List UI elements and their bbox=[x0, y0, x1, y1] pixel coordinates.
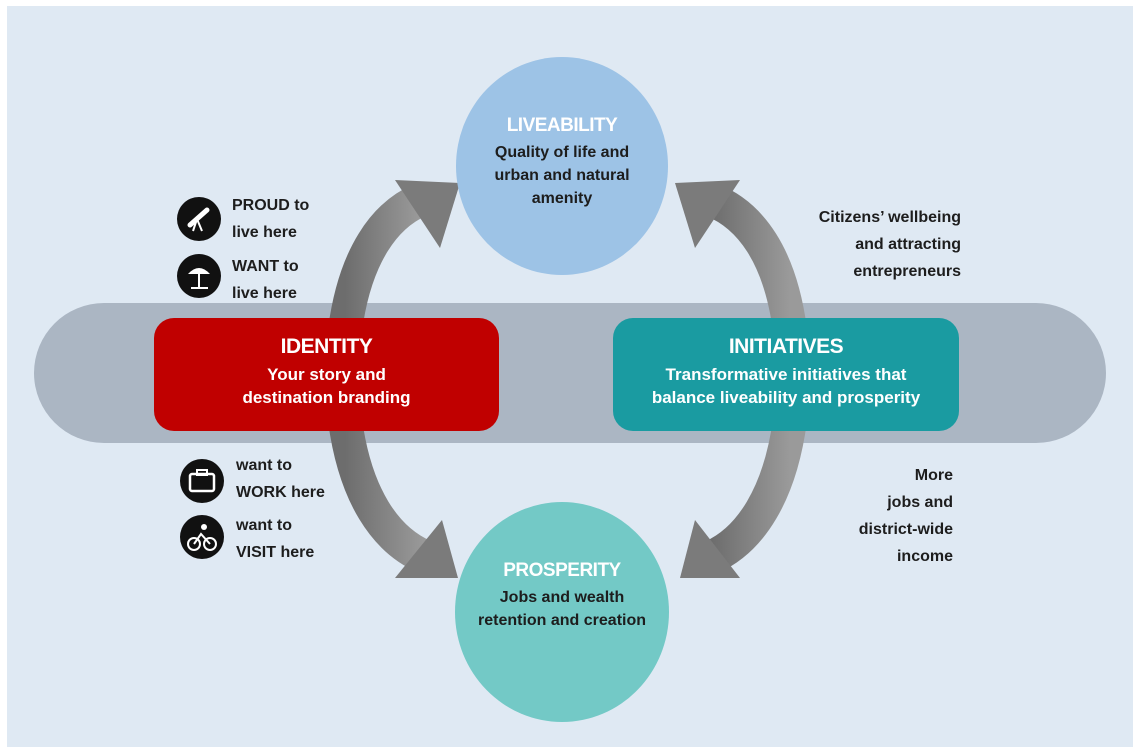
label-line: WORK here bbox=[236, 484, 325, 501]
arrow-arc-lower-left bbox=[328, 417, 433, 573]
liveability-title: LIVEABILITY bbox=[506, 115, 618, 136]
initiatives-description-line2: balance liveability and prosperity bbox=[651, 388, 921, 407]
label-line: entrepreneurs bbox=[853, 263, 961, 280]
beach-umbrella-icon bbox=[177, 254, 221, 298]
prosperity-description: Jobs and wealth retention and creation bbox=[477, 589, 647, 629]
arrow-head-lower-right bbox=[680, 520, 740, 578]
label-citizens-wellbeing: Citizens’ wellbeing and attracting entre… bbox=[819, 204, 961, 285]
label-line: want to bbox=[236, 457, 292, 474]
liveability-circle: LIVEABILITY Quality of life and urban an… bbox=[456, 57, 668, 275]
arrow-head-upper-left bbox=[395, 180, 460, 248]
identity-description-line1: Your story and bbox=[267, 365, 386, 384]
label-want-to-live-here: WANT to live here bbox=[232, 253, 299, 307]
label-more-jobs: More jobs and district-wide income bbox=[859, 462, 953, 570]
briefcase-icon bbox=[180, 459, 224, 503]
label-line: and attracting bbox=[855, 236, 961, 253]
identity-title: IDENTITY bbox=[280, 335, 373, 358]
label-want-to-visit-here: want to VISIT here bbox=[236, 512, 314, 566]
label-line: PROUD to bbox=[232, 197, 310, 214]
label-line: VISIT here bbox=[236, 544, 315, 561]
identity-description-line2: destination branding bbox=[242, 388, 411, 407]
initiatives-box: INITIATIVES Transformative initiatives t… bbox=[613, 318, 959, 431]
identity-box: IDENTITY Your story and destination bran… bbox=[154, 318, 499, 431]
label-line: live here bbox=[232, 224, 297, 241]
label-line: income bbox=[896, 548, 953, 565]
telescope-icon bbox=[177, 197, 221, 241]
label-line: More bbox=[914, 467, 953, 484]
label-line: jobs and bbox=[887, 494, 953, 511]
label-line: want to bbox=[236, 517, 292, 534]
arrow-head-lower-left bbox=[395, 520, 458, 578]
label-line: WANT to bbox=[232, 258, 299, 275]
arrow-head-upper-right bbox=[675, 180, 740, 248]
prosperity-title: PROSPERITY bbox=[503, 560, 621, 581]
arrow-arc-upper-left bbox=[328, 184, 428, 333]
label-line: live here bbox=[232, 285, 297, 302]
prosperity-circle: PROSPERITY Jobs and wealth retention and… bbox=[455, 502, 669, 722]
label-line: district-wide bbox=[858, 521, 953, 538]
initiatives-description-line1: Transformative initiatives that bbox=[665, 365, 907, 384]
label-line: Citizens’ wellbeing bbox=[818, 209, 961, 226]
liveability-description: Quality of life and urban and natural am… bbox=[494, 144, 630, 207]
cyclist-icon bbox=[180, 515, 224, 559]
arrow-arc-upper-right bbox=[705, 184, 807, 333]
label-proud-to-live-here: PROUD to live here bbox=[232, 192, 309, 246]
initiatives-title: INITIATIVES bbox=[728, 335, 844, 358]
label-want-to-work-here: want to WORK here bbox=[236, 452, 325, 506]
arrow-arc-lower-right bbox=[704, 417, 807, 573]
